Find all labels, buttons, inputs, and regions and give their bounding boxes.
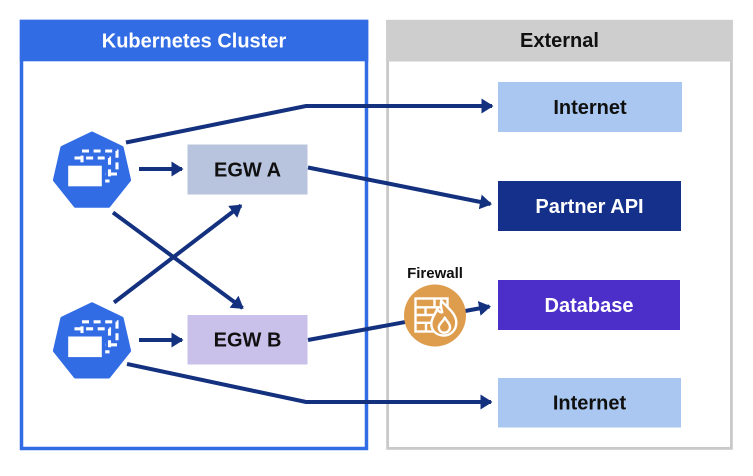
- svg-text:EGW A: EGW A: [214, 160, 281, 182]
- svg-text:Internet: Internet: [553, 393, 627, 415]
- svg-text:Firewall: Firewall: [407, 265, 463, 282]
- svg-text:EGW B: EGW B: [214, 330, 282, 352]
- svg-text:Internet: Internet: [553, 97, 627, 119]
- svg-text:External: External: [520, 30, 599, 52]
- svg-text:Kubernetes Cluster: Kubernetes Cluster: [102, 31, 287, 53]
- svg-text:Database: Database: [545, 295, 634, 317]
- svg-text:Partner API: Partner API: [535, 196, 643, 218]
